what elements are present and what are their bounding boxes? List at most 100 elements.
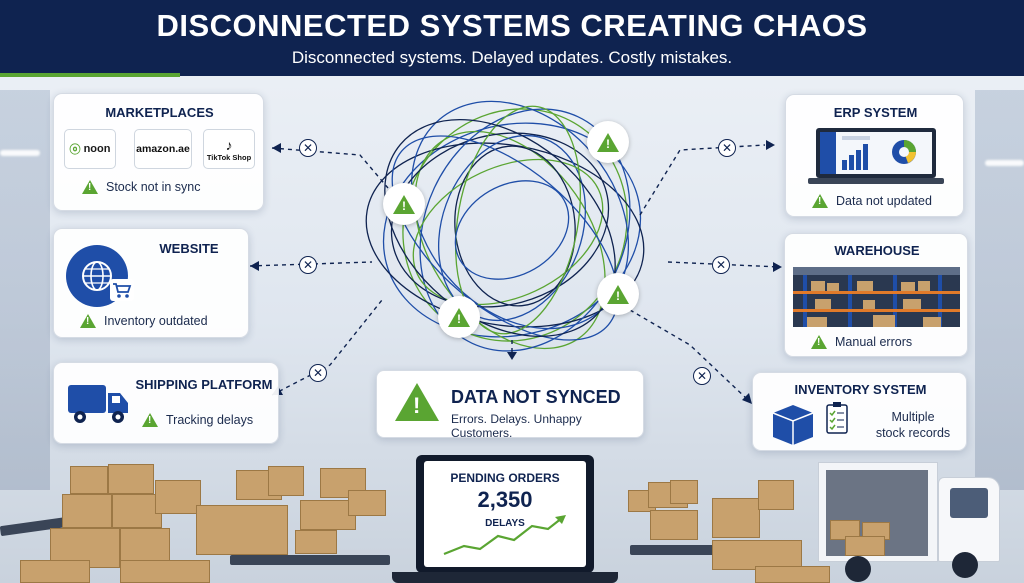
disconnect-x-icon: ✕	[712, 256, 730, 274]
tiktok-shop-logo: ♪TikTok Shop	[203, 129, 255, 169]
disconnect-x-icon: ✕	[299, 139, 317, 157]
background-shelf-left	[0, 90, 50, 490]
warning-icon	[395, 383, 439, 421]
marketplaces-title: MARKETPLACES	[105, 105, 214, 120]
warning-icon	[812, 194, 828, 208]
amazon-logo: amazon.ae	[134, 129, 192, 169]
pending-orders-label: PENDING ORDERS	[450, 471, 560, 485]
warning-icon	[811, 335, 827, 349]
header-accent-line	[0, 73, 180, 77]
erp-title: ERP SYSTEM	[833, 105, 918, 120]
website-card: WEBSITE Inventory outdated	[53, 228, 249, 338]
data-not-synced-alert: DATA NOT SYNCED Errors. Delays. Unhappy …	[376, 370, 644, 440]
arrow-head-warehouse	[773, 262, 782, 272]
cardboard-box	[670, 480, 698, 504]
page-subtitle: Disconnected systems. Delayed updates. C…	[291, 48, 733, 67]
warning-icon	[587, 121, 629, 163]
cardboard-box	[845, 536, 885, 556]
warning-icon	[438, 296, 480, 338]
arrow-head-website	[250, 261, 259, 271]
truck-wheel	[845, 556, 871, 582]
globe-icon	[82, 261, 112, 291]
inventory-status: Multiple stock records	[875, 410, 951, 440]
tangle-loop	[419, 108, 631, 352]
warning-icon	[383, 183, 425, 225]
tangle-loop	[454, 145, 576, 307]
website-title: WEBSITE	[159, 241, 219, 256]
warehouse-photo	[793, 267, 960, 327]
background-light	[985, 160, 1024, 166]
cardboard-box	[300, 500, 356, 530]
tangle-loop	[384, 119, 616, 337]
alert-subtitle: Errors. Delays. Unhappy Customers.	[451, 412, 582, 440]
dashboard-laptop-icon	[808, 128, 944, 184]
tangle-loop	[390, 132, 610, 308]
cardboard-box	[650, 510, 698, 540]
warehouse-title: WAREHOUSE	[834, 243, 920, 258]
disconnect-x-icon: ✕	[309, 364, 327, 382]
alert-title: DATA NOT SYNCED	[451, 387, 621, 407]
warehouse-status: Manual errors	[811, 335, 912, 349]
cardboard-box	[712, 498, 760, 538]
cardboard-box	[755, 566, 830, 583]
tangle-loop	[412, 158, 604, 306]
tangle-loop	[382, 122, 642, 338]
disconnect-x-icon: ✕	[718, 139, 736, 157]
website-status: Inventory outdated	[80, 314, 208, 328]
inventory-title: INVENTORY SYSTEM	[794, 382, 927, 397]
connector-shipping	[271, 299, 383, 396]
cardboard-box	[62, 494, 112, 528]
arrow-head-alert	[507, 352, 517, 360]
laptop-base	[392, 572, 618, 583]
shipping-card: SHIPPING PLATFORM Tracking delays	[53, 362, 279, 444]
warning-icon	[80, 314, 96, 328]
cardboard-box	[20, 560, 90, 583]
inventory-card: INVENTORY SYSTEM Multiple stock records	[752, 372, 967, 451]
tangle-loop	[454, 180, 570, 280]
arrow-head-marketplaces	[272, 143, 281, 153]
connector-erp	[639, 144, 766, 216]
pending-orders-value: 2,350	[477, 487, 533, 512]
page-title: DISCONNECTED SYSTEMS CREATING CHAOS	[156, 8, 868, 43]
cardboard-box	[196, 505, 288, 555]
cardboard-box	[108, 464, 154, 494]
marketplaces-card: MARKETPLACES ⓞ noon amazon.ae ♪TikTok Sh…	[53, 93, 264, 211]
disconnect-x-icon: ✕	[693, 367, 711, 385]
tangle-loop	[391, 135, 619, 341]
cardboard-box	[155, 480, 201, 514]
cardboard-box	[268, 466, 304, 496]
conveyor-belt	[630, 545, 780, 555]
truck-icon	[68, 385, 128, 423]
cardboard-box	[712, 540, 802, 570]
trend-up-icon	[443, 515, 566, 556]
warning-icon	[142, 413, 158, 427]
connector-marketplaces	[271, 147, 389, 189]
cardboard-box	[348, 490, 386, 516]
shipping-title: SHIPPING PLATFORM	[135, 377, 273, 392]
cardboard-box	[758, 480, 794, 510]
cart-icon	[110, 279, 134, 301]
boxes-clipboard-icon	[772, 402, 848, 445]
background-light	[0, 150, 40, 156]
marketplaces-status: Stock not in sync	[82, 180, 201, 194]
erp-card: ERP SYSTEM Data not updated	[785, 94, 964, 217]
warning-icon	[597, 273, 639, 315]
connector-inventory	[629, 309, 749, 401]
warning-icon	[82, 180, 98, 194]
arrow-head-erp	[766, 140, 775, 150]
cardboard-box	[295, 530, 337, 554]
pending-orders-panel	[424, 461, 586, 567]
arrow-head-inventory	[742, 393, 752, 404]
shipping-status: Tracking delays	[142, 413, 253, 427]
noon-logo: ⓞ noon	[64, 129, 116, 169]
erp-status: Data not updated	[812, 194, 932, 208]
header-banner	[0, 0, 1024, 76]
disconnect-x-icon: ✕	[299, 256, 317, 274]
delays-label: DELAYS	[485, 518, 525, 529]
cardboard-box	[70, 466, 108, 494]
conveyor-belt	[230, 555, 390, 565]
truck-cab-window	[950, 488, 988, 518]
truck-wheel	[952, 552, 978, 578]
tangle-loop	[414, 130, 606, 350]
tangle-loop	[454, 105, 582, 335]
